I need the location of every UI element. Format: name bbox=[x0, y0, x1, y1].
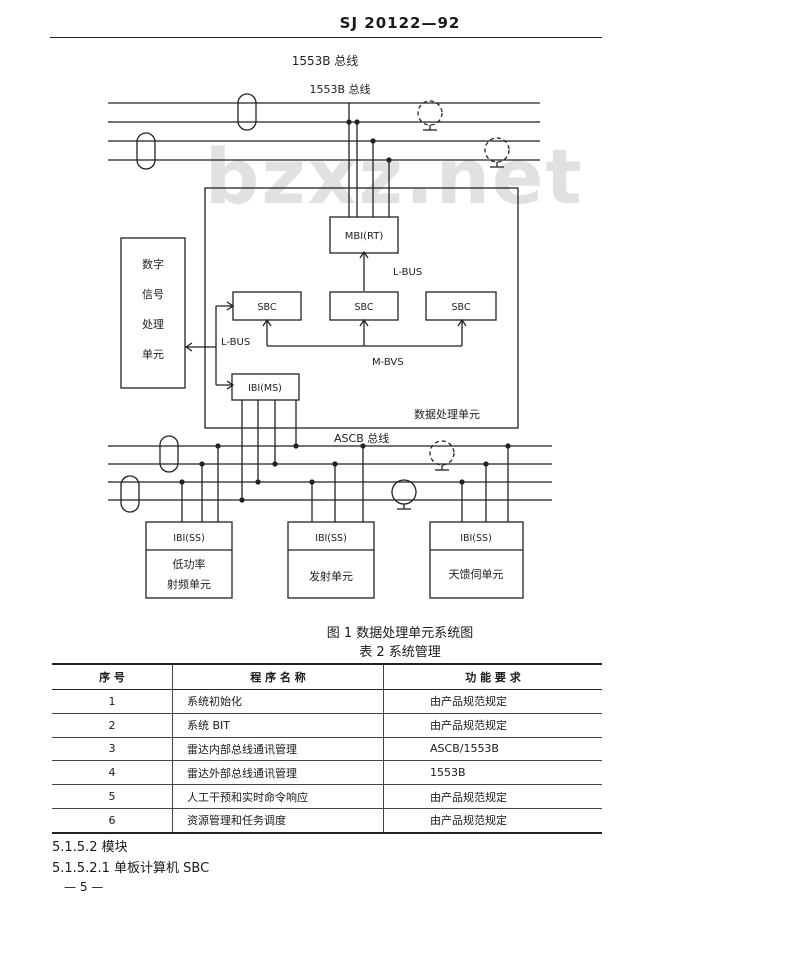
dsp-unit-block bbox=[120, 237, 186, 389]
bus-terminator-2 bbox=[484, 137, 510, 168]
sbc-label-3: SBC bbox=[451, 302, 470, 313]
unit-1-ibi-label: IBI(SS) bbox=[173, 533, 205, 544]
mbus-label: M-BVS bbox=[372, 357, 404, 368]
cell-index: 3 bbox=[52, 737, 173, 762]
unit-3-bus-connections bbox=[459, 443, 511, 522]
section-heading-sbc: 5.1.5.2.1 单板计算机 SBC bbox=[52, 861, 210, 876]
mbi-bus-connections bbox=[346, 103, 392, 217]
unit-3-name: 天馈伺单元 bbox=[449, 568, 504, 581]
col-header-function: 功 能 要 求 bbox=[383, 663, 602, 690]
bus-coupler-2 bbox=[136, 132, 156, 170]
table-row: 5 人工干预和实时命令响应 由产品规范规定 bbox=[52, 784, 602, 809]
cell-program: 雷达内部总线通讯管理 bbox=[172, 737, 384, 762]
table-row: 6 资源管理和任务调度 由产品规范规定 bbox=[52, 808, 602, 834]
dsp-line-3: 处理 bbox=[142, 318, 164, 331]
dsp-line-2: 信号 bbox=[142, 288, 164, 301]
cell-program: 系统初始化 bbox=[172, 689, 384, 714]
document-header: SJ 20122—92 bbox=[339, 14, 461, 32]
cell-index: 2 bbox=[52, 713, 173, 738]
unit-1-name-line-1: 低功率 bbox=[173, 557, 206, 571]
table-header-row: 序 号 程 序 名 称 功 能 要 求 bbox=[52, 663, 602, 690]
dpu-label: 数据处理单元 bbox=[414, 407, 480, 421]
unit-antenna-servo bbox=[429, 521, 524, 599]
ibi-ms-label: IBI(MS) bbox=[248, 383, 282, 394]
unit-1-name-line-2: 射频单元 bbox=[167, 577, 211, 591]
diagram-title: 1553B 总线 bbox=[292, 54, 359, 68]
figure-caption: 图 1 数据处理单元系统图 bbox=[326, 626, 474, 641]
lbus-left-label: L-BUS bbox=[221, 337, 250, 348]
cell-index: 4 bbox=[52, 760, 173, 786]
unit-low-power-rf bbox=[145, 521, 233, 599]
section-heading-module: 5.1.5.2 模块 bbox=[52, 840, 128, 855]
m-bus bbox=[262, 318, 467, 347]
col-header-index: 序 号 bbox=[52, 663, 173, 690]
lbus-mid-label: L-BUS bbox=[393, 267, 422, 278]
bus-1553b bbox=[108, 102, 540, 161]
table-row: 2 系统 BIT 由产品规范规定 bbox=[52, 713, 602, 738]
cell-function: ASCB/1553B bbox=[383, 737, 602, 762]
cell-function: 1553B bbox=[383, 760, 602, 786]
data-processing-unit-frame bbox=[204, 187, 519, 429]
ibi-ms-block bbox=[231, 373, 300, 401]
cell-index: 6 bbox=[52, 808, 173, 834]
col-header-program: 程 序 名 称 bbox=[172, 663, 384, 690]
sbc-block-3 bbox=[425, 291, 497, 321]
sbc-label-2: SBC bbox=[354, 302, 373, 313]
cell-program: 雷达外部总线通讯管理 bbox=[172, 760, 384, 786]
system-diagram: 1553B 总线 1553B 总线 MBI(RT) L-BUS SBC SBC … bbox=[108, 54, 552, 599]
page-number: — 5 — bbox=[64, 880, 104, 894]
sbc-label-1: SBC bbox=[257, 302, 276, 313]
mbi-rt-label: MBI(RT) bbox=[345, 231, 384, 242]
cell-function: 由产品规范规定 bbox=[383, 713, 602, 738]
dsp-line-1: 数字 bbox=[142, 257, 164, 271]
bus-coupler-1 bbox=[237, 93, 257, 131]
table-row: 3 雷达内部总线通讯管理 ASCB/1553B bbox=[52, 737, 602, 762]
unit-2-bus-connections bbox=[309, 443, 366, 522]
cell-program: 人工干预和实时命令响应 bbox=[172, 784, 384, 809]
l-bus-left bbox=[184, 301, 235, 390]
table-caption: 表 2 系统管理 bbox=[359, 645, 441, 660]
unit-1-bus-connections bbox=[179, 443, 221, 522]
ascb-label: ASCB 总线 bbox=[334, 431, 389, 445]
ascb-coupler-1 bbox=[159, 435, 179, 473]
watermark: bzxz.net bbox=[205, 132, 584, 221]
cell-index: 5 bbox=[52, 784, 173, 809]
unit-2-ibi-label: IBI(SS) bbox=[315, 533, 347, 544]
ascb-terminator-1 bbox=[429, 440, 455, 471]
header-rule bbox=[50, 37, 602, 38]
ascb-terminator-2 bbox=[391, 479, 417, 510]
table-row: 4 雷达外部总线通讯管理 1553B bbox=[52, 760, 602, 786]
unit-2-name: 发射单元 bbox=[309, 569, 353, 583]
cell-index: 1 bbox=[52, 689, 173, 714]
ibi-ms-bus-connections bbox=[239, 400, 299, 503]
system-management-table: 序 号 程 序 名 称 功 能 要 求 1 系统初始化 由产品规范规定 2 系统… bbox=[52, 663, 602, 834]
bus-terminator-1 bbox=[417, 100, 443, 131]
cell-function: 由产品规范规定 bbox=[383, 808, 602, 834]
bus-1553b-label: 1553B 总线 bbox=[309, 82, 370, 96]
dsp-line-4: 单元 bbox=[142, 348, 164, 361]
cell-function: 由产品规范规定 bbox=[383, 689, 602, 714]
cell-program: 资源管理和任务调度 bbox=[172, 808, 384, 834]
unit-transmitter bbox=[287, 521, 375, 599]
unit-3-ibi-label: IBI(SS) bbox=[460, 533, 492, 544]
table-row: 1 系统初始化 由产品规范规定 bbox=[52, 689, 602, 714]
cell-function: 由产品规范规定 bbox=[383, 784, 602, 809]
cell-program: 系统 BIT bbox=[172, 713, 384, 738]
ascb-coupler-2 bbox=[120, 475, 140, 513]
